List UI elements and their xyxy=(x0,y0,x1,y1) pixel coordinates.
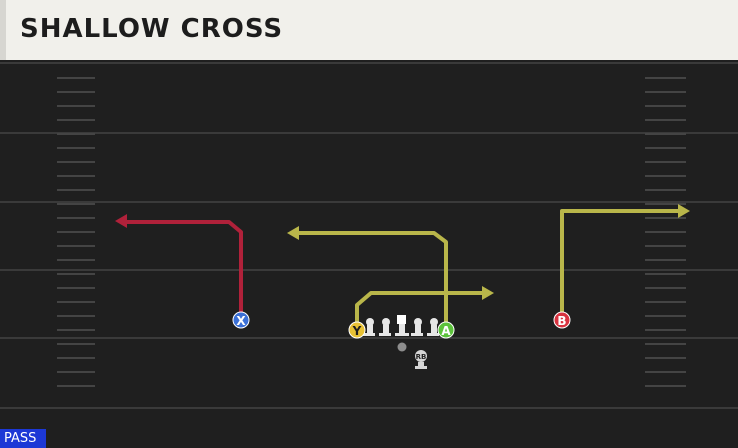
player-b: B xyxy=(553,311,571,329)
hash-marks-left xyxy=(57,77,95,387)
route-x-arrow xyxy=(115,214,127,228)
player-y: Y xyxy=(348,321,366,339)
route-a-arrow xyxy=(287,226,299,240)
route-b-arrow xyxy=(678,204,690,218)
route-a xyxy=(298,231,448,328)
player-x: X xyxy=(232,311,250,329)
rb-label: RB xyxy=(416,353,427,361)
lineman-icon xyxy=(363,318,375,336)
hash-marks-right xyxy=(645,77,686,387)
title-bar: SHALLOW CROSS xyxy=(0,0,738,60)
player-a: A xyxy=(437,321,455,339)
player-y-label: Y xyxy=(352,324,362,338)
running-back: RB xyxy=(415,350,427,369)
title-accent-bar xyxy=(0,0,6,60)
yard-lines xyxy=(0,62,738,409)
lineman-icon xyxy=(379,318,391,336)
player-x-label: X xyxy=(236,314,246,328)
play-type-badge: PASS xyxy=(0,429,46,448)
route-y-arrow xyxy=(482,286,494,300)
lineman-icon xyxy=(411,318,423,336)
route-x xyxy=(126,220,243,318)
offensive-line xyxy=(363,315,439,336)
route-b xyxy=(560,209,679,318)
center-icon xyxy=(395,315,409,336)
routes xyxy=(115,204,690,328)
quarterback-icon xyxy=(397,342,407,352)
play-title: SHALLOW CROSS xyxy=(20,14,284,44)
player-b-label: B xyxy=(557,314,566,328)
lineman-icon xyxy=(427,318,439,336)
route-y xyxy=(355,291,483,328)
player-a-label: A xyxy=(441,324,451,338)
